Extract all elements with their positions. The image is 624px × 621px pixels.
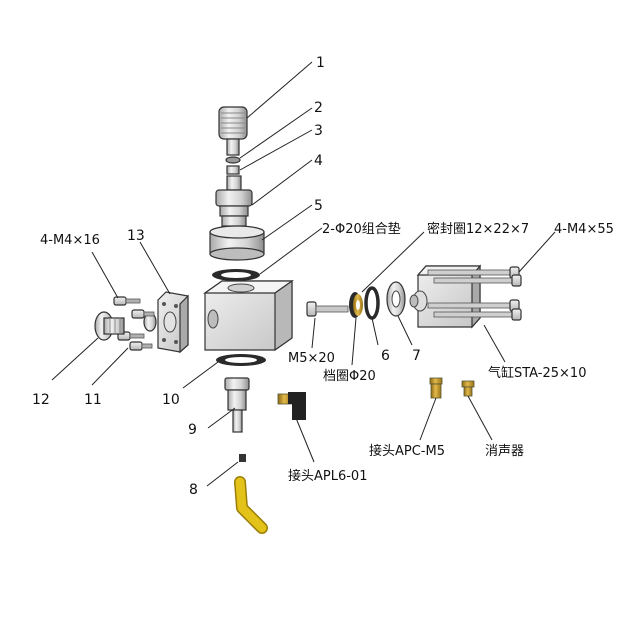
- label-8: 8: [189, 482, 198, 498]
- label-3: 3: [314, 123, 323, 139]
- part-10-bottom-gasket: [216, 354, 266, 366]
- label-seal: 密封圈12×22×7: [427, 221, 529, 237]
- part-12-end-cap: [94, 311, 125, 341]
- label-7: 7: [412, 348, 421, 364]
- fitting-apc-m5: [429, 377, 443, 399]
- top-gasket: [212, 269, 260, 281]
- label-1: 1: [316, 55, 325, 71]
- label-screws-left: 4-M4×16: [40, 233, 100, 248]
- label-12: 12: [32, 392, 50, 408]
- label-4: 4: [314, 153, 323, 169]
- label-13: 13: [127, 228, 145, 244]
- label-2: 2: [314, 100, 323, 116]
- label-fitting-apl: 接头APL6-01: [288, 468, 367, 484]
- seal-12x22x7: [349, 292, 363, 318]
- part-6-retainer-ring: [364, 286, 380, 320]
- label-fitting-apc: 接头APC-M5: [369, 443, 445, 459]
- label-cylinder: 气缸STA-25×10: [488, 365, 586, 381]
- part-5-large-ring: [209, 225, 265, 261]
- label-10: 10: [162, 392, 180, 408]
- m5x20-screw: [306, 301, 349, 317]
- left-screws-m4x16: [113, 296, 155, 351]
- label-5: 5: [314, 198, 323, 214]
- callout-labels: 1 2 3 4 5 2-Φ20组合垫 密封圈12×22×7 4-M4×55 4-…: [32, 55, 614, 498]
- muffler: [461, 380, 475, 397]
- label-6: 6: [381, 348, 390, 364]
- part-8-small-screw: [239, 454, 246, 462]
- label-m5x20: M5×20: [288, 351, 335, 366]
- label-gasket: 2-Φ20组合垫: [322, 221, 401, 237]
- part-13-flange-plate: [143, 291, 189, 354]
- cylinder-screws-m4x55: [427, 266, 522, 321]
- part-9-fitting: [224, 377, 250, 433]
- label-screws-top-right: 4-M4×55: [554, 222, 614, 237]
- leader-lines: [51, 61, 556, 487]
- label-retainer: 档圈Φ20: [323, 369, 376, 384]
- part-3-ring: [226, 165, 240, 175]
- label-9: 9: [188, 422, 197, 438]
- part-1-threaded-knob: [218, 106, 248, 156]
- part-2-ring: [225, 156, 241, 164]
- fitting-apl6-01: [277, 392, 306, 420]
- part-7-washer: [386, 281, 406, 317]
- main-valve-block: [203, 279, 294, 352]
- part-4-valve-body: [215, 175, 253, 227]
- label-11: 11: [84, 392, 102, 408]
- label-muffler: 消声器: [485, 444, 524, 459]
- yellow-tube: [234, 476, 268, 534]
